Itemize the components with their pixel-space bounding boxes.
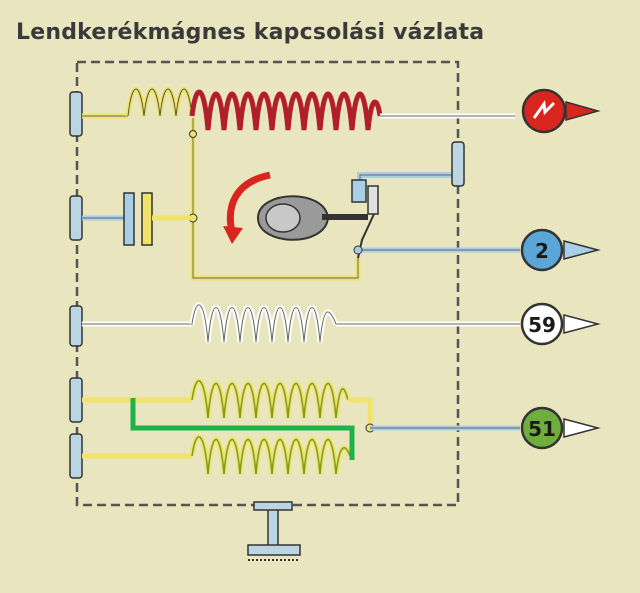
top-coil-circuit: [82, 86, 515, 131]
capacitor: [123, 192, 193, 246]
diagram-title: Lendkerékmágnes kapcsolási vázlata: [16, 20, 485, 45]
green-coils: [82, 378, 520, 475]
terminal-2-label: 2: [535, 239, 549, 263]
white-coil-circuit: [82, 302, 520, 343]
left-terminal-posts: [69, 91, 83, 479]
contact-breaker: [351, 141, 520, 259]
terminal-2: 2: [520, 228, 601, 272]
highlight-annotation: [130, 398, 355, 460]
terminal-59-label: 59: [528, 313, 556, 337]
ground-post: [247, 501, 301, 561]
breaker-cam: [223, 171, 368, 244]
housing-frame: [75, 60, 460, 507]
terminal-59: 59: [520, 302, 601, 346]
yellow-relay-wiring: [82, 118, 361, 281]
battery-terminal: [521, 88, 601, 134]
terminal-51: 51: [520, 406, 601, 450]
terminal-51-label: 51: [528, 417, 556, 441]
